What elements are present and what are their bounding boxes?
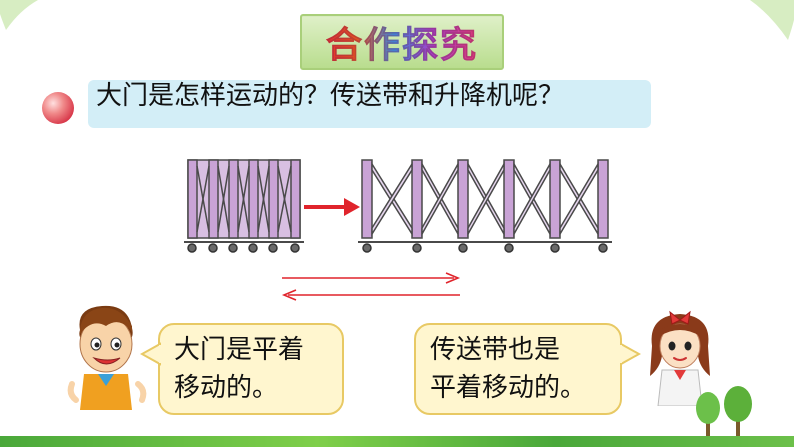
- question-text: 大门是怎样运动的？传送带和升降机呢？: [96, 81, 565, 111]
- slide-title: 合作探究: [326, 16, 478, 68]
- grass-strip: [0, 436, 794, 447]
- speech-bubble-right: 传送带也是 平着移动的。: [414, 323, 622, 415]
- bubble-right-line-1: 传送带也是: [430, 335, 561, 365]
- bubble-right-line-2: 平着移动的。: [430, 373, 587, 403]
- red-ball-icon: [42, 92, 74, 124]
- bubble-left-line-1: 大门是平着: [174, 335, 305, 365]
- corner-leaf-left-icon: [0, 0, 38, 30]
- gate-open-icon: [358, 159, 612, 253]
- bubble-right-tail: [619, 342, 641, 366]
- back-and-forth-arrows-icon: [281, 272, 461, 301]
- retractable-gate-illustration: [184, 159, 612, 253]
- red-arrow-icon: [304, 198, 360, 216]
- girl-character-icon: [650, 310, 710, 406]
- boy-character-icon: [67, 305, 147, 410]
- bubble-left-tail: [140, 342, 162, 366]
- bubble-left-line-2: 移动的。: [174, 373, 279, 403]
- speech-bubble-left: 大门是平着 移动的。: [158, 323, 344, 415]
- trees-icon: [696, 386, 752, 436]
- title-banner: 合作探究: [300, 14, 504, 70]
- corner-leaf-right-icon: [750, 0, 794, 40]
- question-box: [88, 80, 651, 128]
- gate-closed-icon: [184, 159, 304, 253]
